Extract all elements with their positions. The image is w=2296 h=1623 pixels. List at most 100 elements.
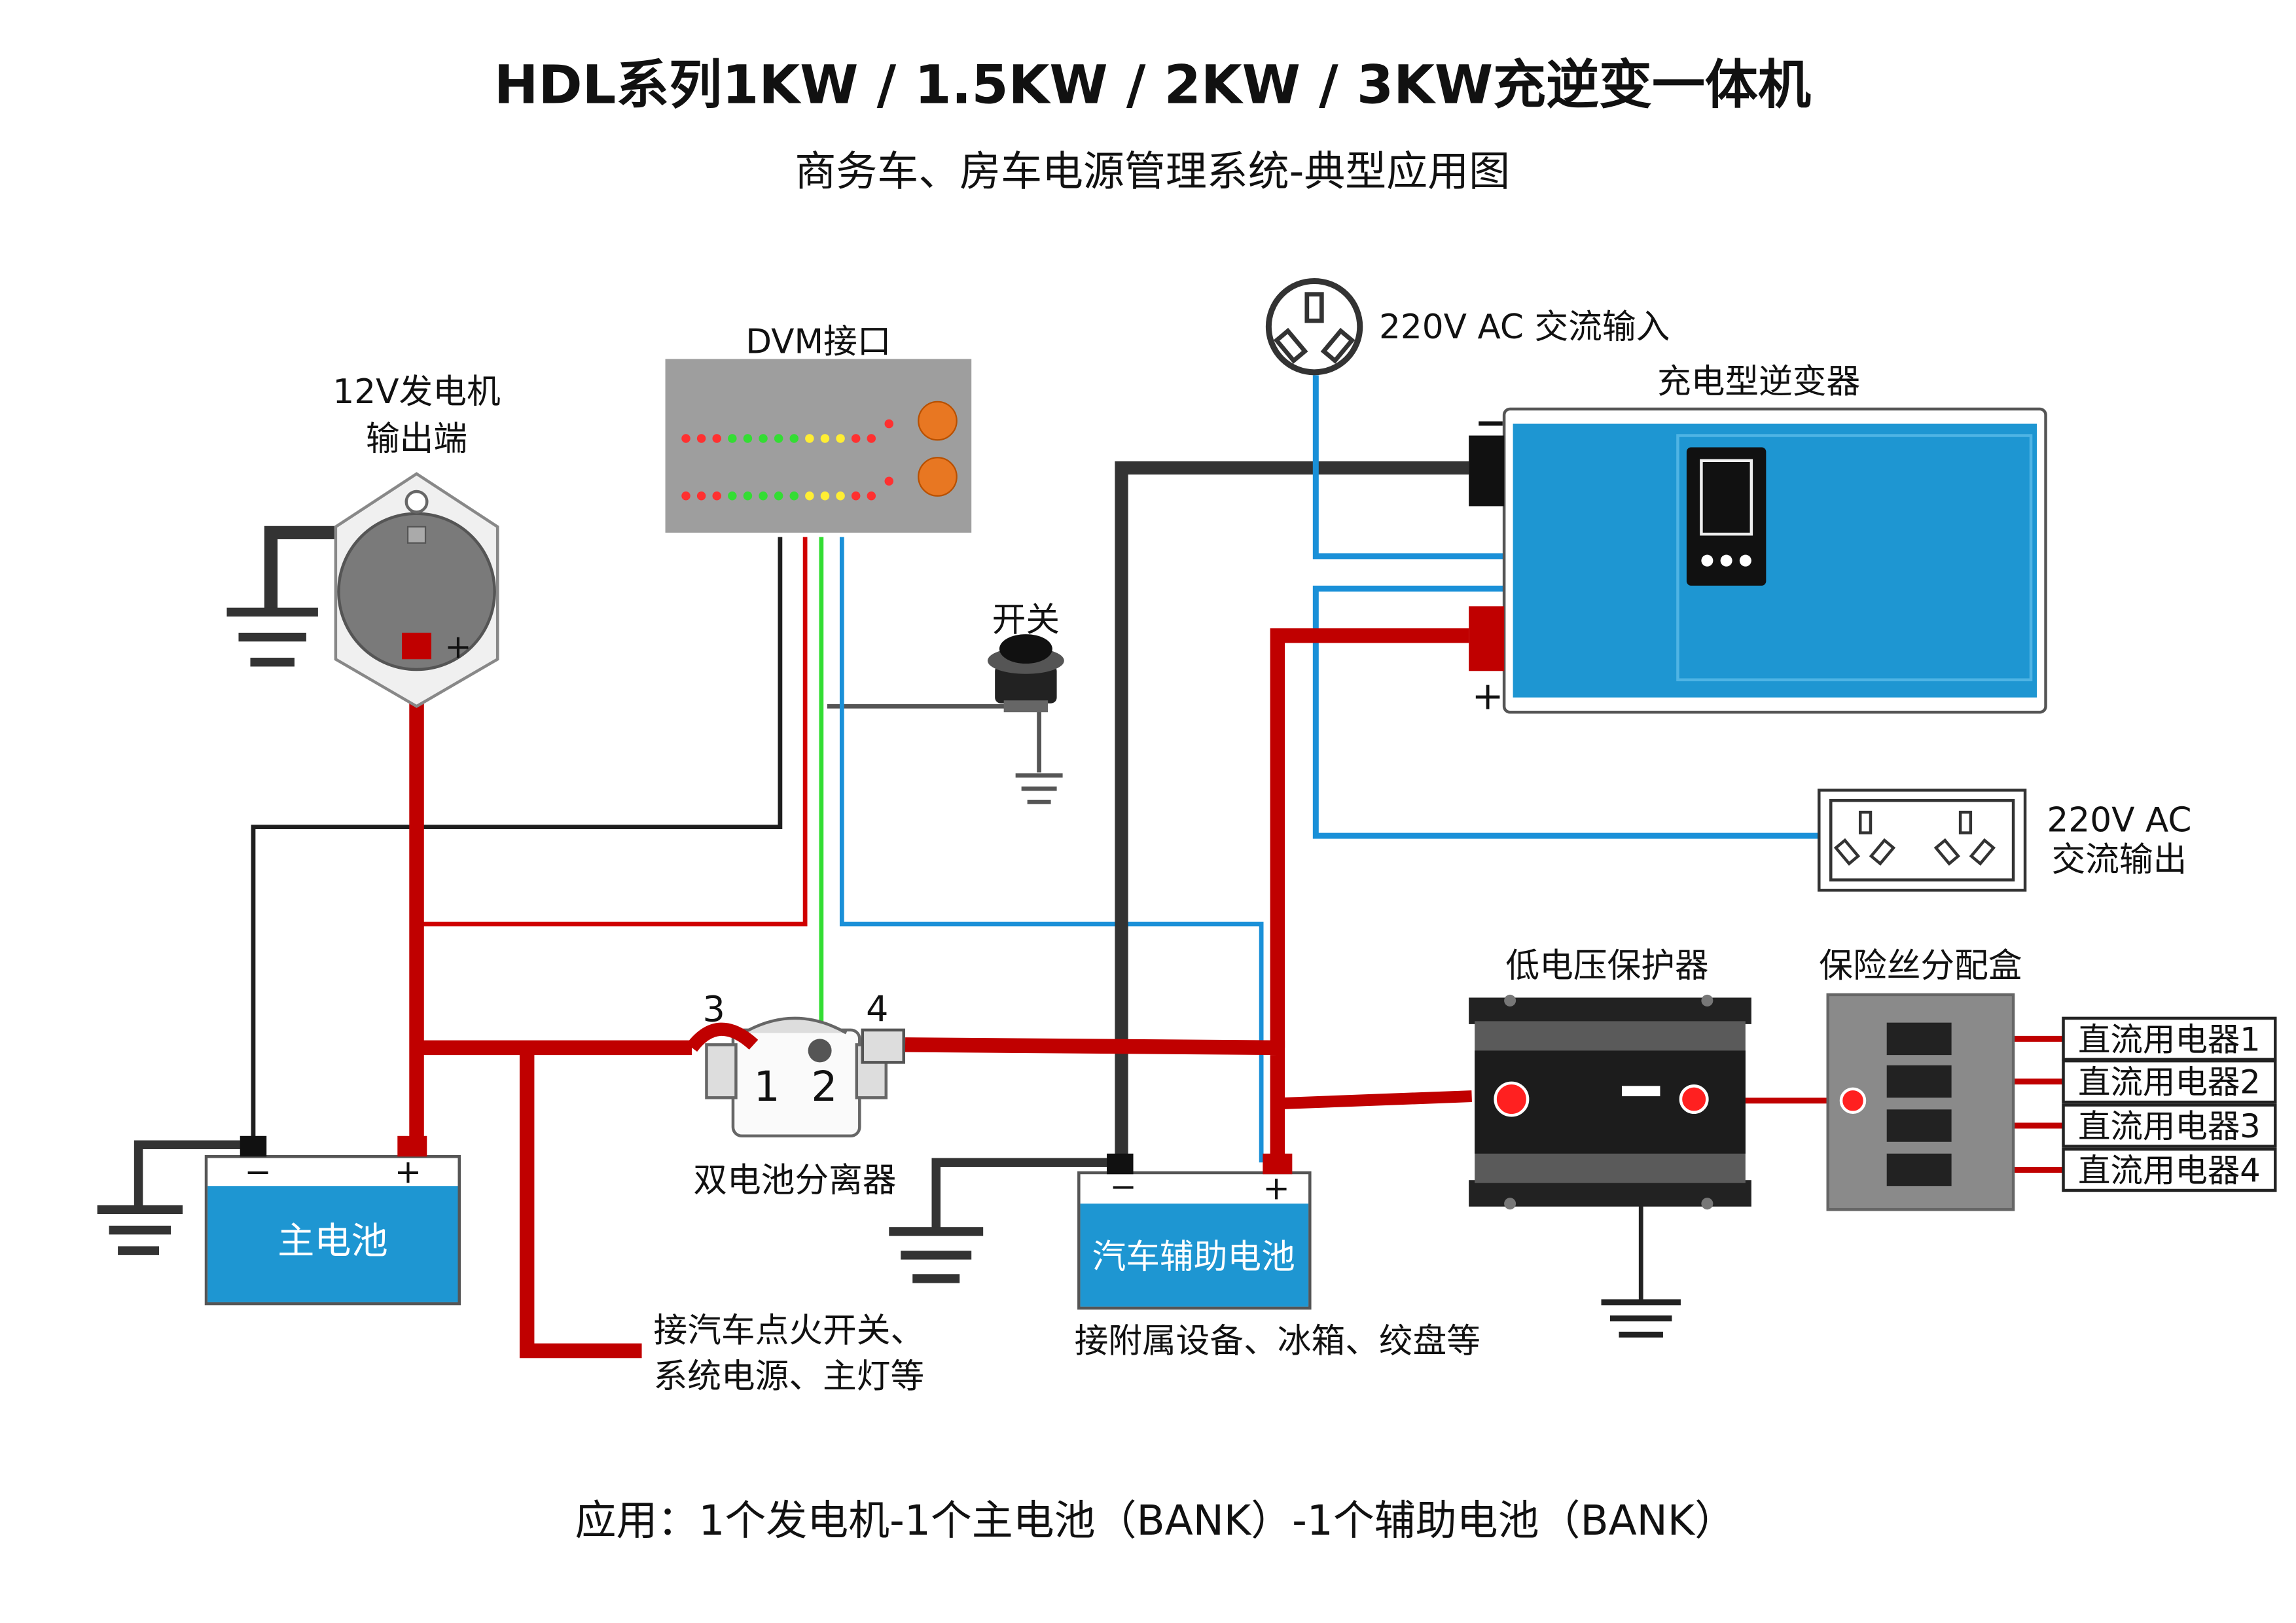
isolator-label: 双电池分离器 xyxy=(693,1161,896,1200)
wire-aux-ground xyxy=(931,1158,1122,1229)
dvm-led xyxy=(774,434,783,443)
dc-load-box-4 xyxy=(2062,1147,2277,1192)
ac-output-label-line1: 220V AC xyxy=(2047,800,2191,840)
generator-plus-sign: + xyxy=(444,628,471,666)
low-voltage-protector xyxy=(1469,994,1751,1210)
wire-main-ground xyxy=(134,1140,253,1210)
dvm-led xyxy=(681,491,691,501)
generator-icon xyxy=(334,472,499,708)
aux-note: 接附属设备、冰箱、绞盘等 xyxy=(1075,1321,1480,1361)
ignition-note-line1: 接汽车点火开关、 xyxy=(654,1311,925,1351)
dvm-led xyxy=(743,491,753,501)
dvm-led xyxy=(867,491,876,501)
dc-load-list: 直流用电器1 直流用电器2 直流用电器3 直流用电器4 xyxy=(2062,1016,2277,1192)
ac-output-label-line2: 交流输出 xyxy=(2052,840,2187,880)
inverter-negative-terminal xyxy=(1469,435,1505,507)
wire-ac-input xyxy=(1312,375,1509,560)
aux-battery xyxy=(1077,1153,1312,1310)
dvm-led xyxy=(728,434,737,443)
dvm-led xyxy=(805,491,814,501)
dvm-led xyxy=(820,491,830,501)
ac-input-socket-icon xyxy=(1265,277,1363,376)
dvm-led xyxy=(681,434,691,443)
inverter-positive-terminal xyxy=(1469,606,1505,671)
dvm-led xyxy=(696,434,706,443)
aux-battery-plus-sign: + xyxy=(1263,1169,1289,1207)
main-battery-negative-terminal xyxy=(240,1135,267,1157)
dvm-status-led xyxy=(884,476,894,486)
dc-load-4: 直流用电器4 xyxy=(2078,1151,2261,1189)
main-battery-positive-terminal xyxy=(397,1135,427,1157)
dvm-led xyxy=(712,491,721,501)
dvm-led xyxy=(851,434,861,443)
main-battery-plus-sign: + xyxy=(395,1153,422,1191)
inverter-label: 充电型逆变器 xyxy=(1657,362,1860,401)
dvm-led-row-2 xyxy=(681,476,894,501)
dvm-led xyxy=(789,491,799,501)
page-title: HDL系列1KW / 1.5KW / 2KW / 3KW充逆变一体机 xyxy=(494,54,1811,116)
wire-inverter-positive xyxy=(1270,628,1469,1048)
ground-symbol-generator xyxy=(226,607,318,667)
ground-symbol-main xyxy=(97,1205,183,1255)
dvm-led xyxy=(743,434,753,443)
dvm-auto-button xyxy=(918,401,958,441)
wire-dvm-positive xyxy=(422,537,808,927)
dvm-led xyxy=(759,434,768,443)
dvm-led xyxy=(867,434,876,443)
footer-note: 应用：1个发电机-1个主电池（BANK）-1个辅助电池（BANK） xyxy=(575,1497,1736,1544)
dvm-display-button xyxy=(918,457,958,497)
dvm-panel xyxy=(665,359,972,533)
fuse-3 xyxy=(1886,1109,1952,1142)
main-battery-label: 主电池 xyxy=(278,1221,388,1263)
inverter-minus-sign: − xyxy=(1475,401,1507,445)
main-battery-minus-sign: − xyxy=(244,1153,271,1191)
inverter-plus-sign: + xyxy=(1472,674,1504,719)
wire-dvm-ground xyxy=(251,537,783,1145)
dc-load-box-2 xyxy=(2062,1059,2277,1104)
dvm-led xyxy=(836,491,845,501)
dvm-led xyxy=(820,434,830,443)
ac-input-label: 220V AC 交流输入 xyxy=(1379,308,1670,347)
aux-battery-negative-terminal xyxy=(1107,1153,1134,1175)
ground-symbol-lvp xyxy=(1601,1299,1681,1338)
push-switch-icon xyxy=(987,634,1064,713)
ground-symbol-switch xyxy=(1015,773,1063,804)
fuse-4 xyxy=(1886,1153,1952,1186)
wire-aux-to-lvp xyxy=(1277,1090,1472,1110)
wire-isolator-to-aux xyxy=(905,1037,1285,1166)
dvm-led xyxy=(789,434,799,443)
isolator-terminal-1: 1 xyxy=(754,1063,780,1111)
ground-symbol-aux xyxy=(889,1227,984,1283)
ignition-note-line2: 系统电源、主灯等 xyxy=(654,1357,925,1396)
dc-load-1: 直流用电器1 xyxy=(2078,1020,2261,1058)
dvm-led xyxy=(836,434,845,443)
wire-ac-output xyxy=(1312,585,1820,839)
dvm-led xyxy=(851,491,861,501)
isolator-terminal-4: 4 xyxy=(866,988,888,1029)
wire-ignition-branch xyxy=(519,1047,642,1359)
main-battery xyxy=(204,1135,461,1306)
battery-isolator-icon xyxy=(686,1016,906,1138)
aux-battery-positive-terminal xyxy=(1263,1153,1293,1175)
switch-label: 开关 xyxy=(992,601,1060,640)
dvm-led xyxy=(696,491,706,501)
dvm-led-row-1 xyxy=(681,419,894,443)
dvm-led xyxy=(712,434,721,443)
dvm-label: DVM接口 xyxy=(745,323,891,362)
isolator-terminal-3: 3 xyxy=(703,988,725,1029)
isolator-terminal-2: 2 xyxy=(811,1063,837,1111)
dvm-led xyxy=(805,434,814,443)
fuse-1 xyxy=(1886,1022,1952,1056)
aux-battery-minus-sign: − xyxy=(1110,1168,1137,1205)
aux-battery-label: 汽车辅助电池 xyxy=(1092,1238,1295,1277)
dvm-led xyxy=(759,491,768,501)
generator-label-line2: 输出端 xyxy=(366,419,467,459)
wire-inverter-negative xyxy=(1115,461,1469,1166)
dc-load-2: 直流用电器2 xyxy=(2078,1063,2261,1101)
dvm-led xyxy=(728,491,737,501)
page-subtitle: 商务车、房车电源管理系统-典型应用图 xyxy=(795,147,1510,195)
dvm-led xyxy=(774,491,783,501)
dc-load-box-3 xyxy=(2062,1103,2277,1148)
dc-load-3: 直流用电器3 xyxy=(2078,1107,2261,1145)
